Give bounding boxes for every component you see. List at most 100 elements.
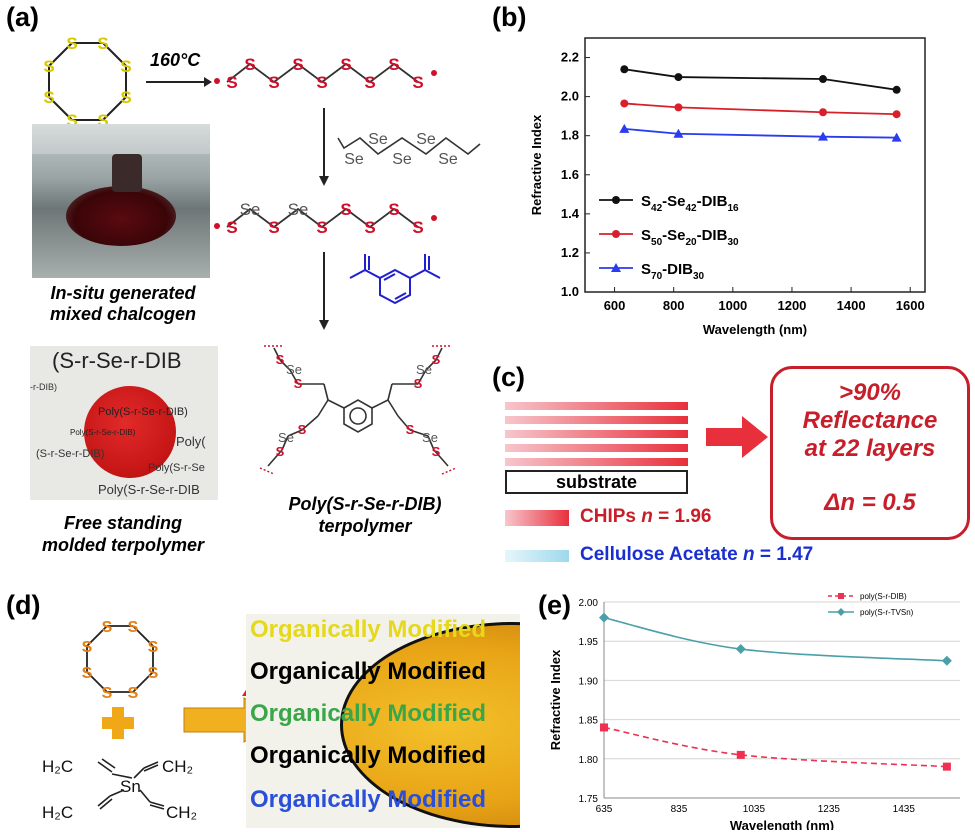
photo-text: Poly(S-r-Se-r-DIB [98,482,200,497]
photo-text: (S-r-Se-r-DIB) [36,448,105,460]
x-tick-label: 1035 [743,804,766,815]
photo-row: Organically Modified [250,786,487,813]
chain-atom-se: Se [240,200,261,219]
legend-acetate-label: Cellulose Acetate n = 1.47 [580,544,813,566]
data-point [819,108,827,117]
x-tick-label: 1435 [893,804,916,815]
panel-a-label: (a) [6,2,39,32]
chain-atom-s: S [268,218,279,237]
caption-terpolymer-line2: terpolymer [318,516,412,536]
data-point [942,762,951,771]
mixed-chalcogen-chain: S Se S Se S S S S S [214,200,437,237]
y-tick-label: 1.6 [561,167,579,182]
struct-atom-s: S [276,352,285,367]
legend-acetate-n-symbol: n [742,544,755,565]
data-point [819,75,827,84]
heat-arrow [146,77,212,87]
se-atom: Se [416,131,436,148]
se-atom: Se [368,131,388,148]
series-line [624,68,897,91]
struct-atom-s: S [432,444,441,459]
y-tick-label: 1.0 [561,284,579,299]
ring-atom-s: S [120,88,131,107]
y-tick-label: 1.4 [561,206,580,221]
struct-atom-se: Se [422,430,438,445]
data-point [620,99,629,108]
ring-atom-s: S [102,685,113,702]
x-tick-label: 1200 [777,298,806,313]
x-tick-label: 835 [671,804,688,815]
ring-atom-s: S [148,639,159,656]
struct-atom-se: Se [416,362,432,377]
legend-chips-swatch [505,510,569,526]
struct-atom-se: Se [286,362,302,377]
chip-layer [505,416,688,424]
photo-text: Poly( [176,434,206,449]
struct-atom-s: S [432,352,441,367]
chain-atom-s: S [226,218,237,237]
panel-e-label: (e) [538,590,571,620]
chain-atom-se: Se [288,200,309,219]
reflectance-box: >90% Reflectance at 22 layers Δn = 0.5 [770,366,970,540]
y-tick-label: 1.2 [561,245,579,260]
y-axis-label: Refractive Index [529,114,544,215]
ring-atom-s: S [66,34,77,53]
polysulfide-chain-diradical: S S S S S S S S S [214,55,437,92]
struct-atom-s: S [298,422,307,437]
legend-entry: S50-Se20-DIB30 [641,227,739,248]
photo-text: Poly(S-r-Se-r-DIB) [70,428,136,437]
temperature-label: 160°C [150,50,201,70]
x-tick-label: 1600 [896,298,925,313]
diselenide-reagent: Se Se Se Se Se [337,131,481,168]
x-axis-label: Wavelength (nm) [730,818,834,830]
panel-d-label: (d) [6,590,41,620]
data-point [619,123,630,133]
legend-chips-label: CHIPs n = 1.96 [580,506,712,528]
chain-atom-s: S [388,200,399,219]
reaction-arrow-down-2 [319,252,329,330]
photo-row: Organically Modified [250,742,487,769]
ring-atom-s: S [128,619,139,636]
photo-text: -r-DIB) [30,382,57,392]
ring-atom-s: S [82,665,93,682]
caption-in-situ-line2: mixed chalcogen [49,304,197,324]
caption-in-situ-line1: In-situ generated [50,283,196,303]
molded-terpolymer-photo: (S-r-Se-r-DIB -r-DIB) Poly(S-r-Se-r-DIB)… [30,346,218,500]
data-point [892,110,901,119]
legend-marker [838,593,844,599]
legend-acetate-swatch [505,550,569,562]
legend-marker [612,196,620,204]
struct-atom-s: S [294,376,303,391]
photo-text: Poly(S-r-Se-r-DIB) [98,406,188,418]
plus-sign [102,707,134,739]
reflectance-layers: at 22 layers [804,435,936,462]
y-axis-label: Refractive Index [548,649,563,750]
chain-atom-s: S [316,73,327,92]
tvsn-sn: Sn [120,777,141,796]
ring-atom-s: S [97,34,108,53]
x-tick-label: 1400 [837,298,866,313]
plot-frame [584,37,926,293]
y-tick-label: 1.75 [579,794,599,805]
ring-atom-s: S [128,685,139,702]
y-tick-label: 2.2 [561,50,579,65]
photo-header-text: (S-r-Se-r-DIB [52,348,182,373]
substrate-box: substrate [505,470,688,494]
ring-atom-s: S [120,57,131,76]
tvsn-ch2: CH₂ [162,757,193,776]
caption-terpolymer: Poly(S-r-Se-r-DIB) terpolymer [250,493,480,537]
reflectance-arrow [706,416,768,458]
data-point [941,655,952,666]
y-tick-label: 1.95 [579,637,599,648]
ring-atom-s: S [43,88,54,107]
legend-marker [612,230,620,238]
sulfur-ring-s8-orange: S S S S S S S S [82,619,159,702]
series-line [603,616,947,662]
tvsn-h2c: H₂C [42,803,73,822]
data-point [891,132,902,142]
photo-row: Organically Modified [250,658,487,685]
x-axis-label: Wavelength (nm) [703,322,807,337]
y-tick-label: 1.85 [579,716,599,727]
y-tick-label: 1.80 [579,755,599,766]
